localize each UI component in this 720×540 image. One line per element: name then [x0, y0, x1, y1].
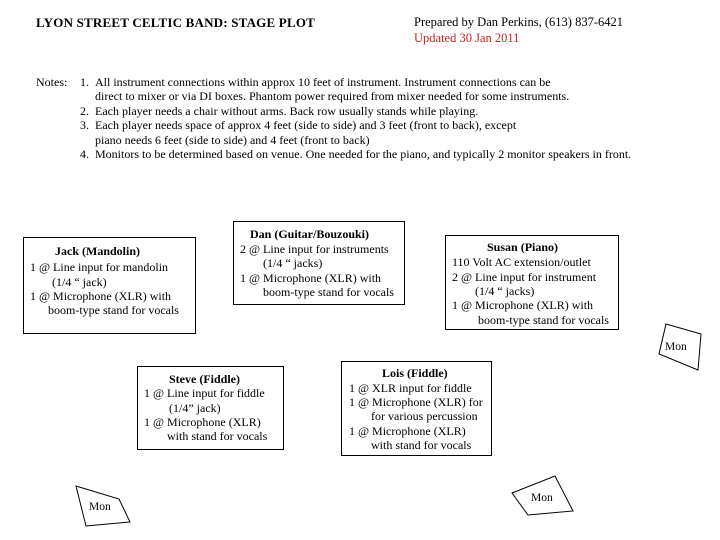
player-name-lois: Lois (Fiddle) — [382, 366, 448, 380]
player-box-steve: Steve (Fiddle) 1 @ Line input for fiddle… — [137, 366, 284, 450]
player-box-dan: Dan (Guitar/Bouzouki) 2 @ Line input for… — [233, 221, 405, 305]
page-title: LYON STREET CELTIC BAND: STAGE PLOT — [36, 15, 316, 30]
player-name-steve: Steve (Fiddle) — [169, 372, 240, 386]
note-4-number: 4. — [80, 147, 89, 161]
steve-line-2: (1/4” jack) — [169, 401, 221, 415]
player-name-susan: Susan (Piano) — [487, 240, 559, 254]
monitor-bottom-left-shape — [75, 485, 131, 527]
monitor-right-label: Mon — [665, 341, 687, 353]
susan-line-3: (1/4 “ jacks) — [475, 284, 535, 298]
player-name-dan: Dan (Guitar/Bouzouki) — [250, 227, 370, 241]
player-box-jack: Jack (Mandolin) 1 @ Line input for mando… — [23, 237, 196, 334]
steve-line-3: 1 @ Microphone (XLR) — [144, 415, 261, 429]
lois-line-4: 1 @ Microphone (XLR) — [349, 424, 466, 438]
lois-line-3: for various percussion — [371, 409, 478, 423]
monitor-bottom-right-label: Mon — [531, 492, 553, 504]
susan-line-2: 2 @ Line input for instrument — [452, 270, 597, 284]
note-1-line-2: direct to mixer or via DI boxes. Phantom… — [95, 89, 570, 103]
jack-line-3: 1 @ Microphone (XLR) with — [30, 289, 172, 303]
monitor-right-shape — [658, 323, 702, 371]
note-2-number: 2. — [80, 104, 89, 118]
monitor-bottom-right-shape — [511, 475, 574, 516]
jack-line-4: boom-type stand for vocals — [48, 303, 179, 317]
note-1-number: 1. — [80, 75, 89, 89]
steve-line-4: with stand for vocals — [167, 429, 268, 443]
prepared-by: Prepared by Dan Perkins, (613) 837-6421 — [414, 15, 623, 29]
dan-line-3: 1 @ Microphone (XLR) with — [240, 271, 382, 285]
dan-line-1: 2 @ Line input for instruments — [240, 242, 389, 256]
susan-line-4: 1 @ Microphone (XLR) with — [452, 298, 594, 312]
updated-date: Updated 30 Jan 2011 — [414, 31, 520, 45]
note-3-line-1: Each player needs space of approx 4 feet… — [95, 118, 517, 132]
steve-line-1: 1 @ Line input for fiddle — [144, 386, 265, 400]
dan-line-4: boom-type stand for vocals — [263, 285, 394, 299]
jack-line-2: (1/4 “ jack) — [52, 275, 107, 289]
lois-line-1: 1 @ XLR input for fiddle — [349, 381, 472, 395]
jack-line-1: 1 @ Line input for mandolin — [30, 260, 169, 274]
note-4-line-1: Monitors to be determined based on venue… — [95, 147, 632, 161]
player-box-lois: Lois (Fiddle) 1 @ XLR input for fiddle 1… — [341, 361, 492, 456]
lois-line-2: 1 @ Microphone (XLR) for — [349, 395, 483, 409]
player-box-susan: Susan (Piano) 110 Volt AC extension/outl… — [445, 235, 619, 330]
note-2-line-1: Each player needs a chair without arms. … — [95, 104, 479, 118]
lois-line-5: with stand for vocals — [371, 438, 472, 452]
susan-line-5: boom-type stand for vocals — [478, 313, 609, 327]
notes-label: Notes: — [36, 75, 68, 89]
monitor-bottom-left-label: Mon — [89, 501, 111, 513]
player-name-jack: Jack (Mandolin) — [55, 244, 141, 258]
dan-line-2: (1/4 “ jacks) — [263, 256, 323, 270]
note-3-number: 3. — [80, 118, 89, 132]
note-1-line-1: All instrument connections within approx… — [95, 75, 551, 89]
susan-line-1: 110 Volt AC extension/outlet — [452, 255, 591, 269]
note-3-line-2: piano needs 6 feet (side to side) and 4 … — [95, 133, 370, 147]
